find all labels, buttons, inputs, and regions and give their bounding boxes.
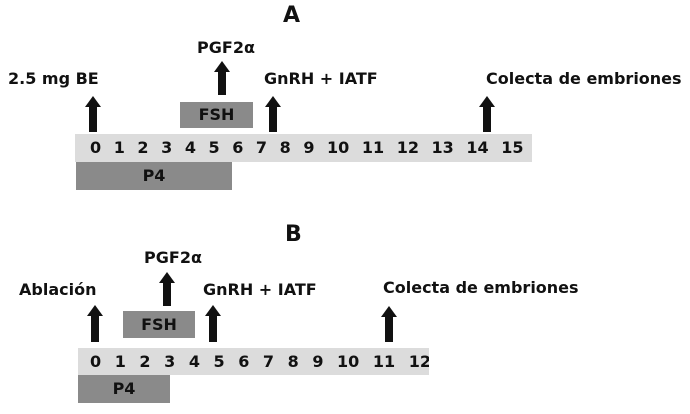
up-arrow-icon-b-day0 — [86, 305, 104, 342]
panel-a-label-colecta: Colecta de embriones — [486, 69, 682, 88]
arrow-shaft — [91, 316, 99, 342]
arrow-shaft — [89, 107, 97, 132]
panel-b-title: B — [285, 222, 302, 247]
arrow-shaft — [483, 107, 491, 132]
panel-b-label-pgf2a: PGF2α — [144, 248, 202, 267]
panel-a-label-be: 2.5 mg BE — [8, 69, 99, 88]
panel-a-timeline: 0 1 2 3 4 5 6 7 8 9 10 11 12 13 14 15 — [75, 134, 532, 162]
up-arrow-icon-b-pgf2a — [158, 272, 176, 306]
up-arrow-icon-b-gnrh — [204, 305, 222, 342]
arrow-shaft — [209, 316, 217, 342]
arrow-head — [159, 272, 175, 283]
panel-a-title: A — [283, 3, 301, 28]
arrow-head — [479, 96, 495, 107]
arrow-shaft — [163, 283, 171, 306]
up-arrow-icon-a-colecta — [478, 96, 496, 132]
arrow-shaft — [218, 72, 226, 95]
panel-b-label-ablacion: Ablación — [19, 280, 97, 299]
panel-b-label-colecta: Colecta de embriones — [383, 278, 579, 297]
arrow-head — [205, 305, 221, 316]
up-arrow-icon-b-colecta — [380, 306, 398, 342]
panel-a-label-pgf2a: PGF2α — [197, 38, 255, 57]
panel-b-fsh-box: FSH — [123, 311, 195, 338]
panel-b-p4-box: P4 — [78, 375, 170, 403]
panel-a-label-gnrh-iatf: GnRH + IATF — [264, 69, 378, 88]
up-arrow-icon-a-pgf2a — [213, 61, 231, 95]
arrow-head — [85, 96, 101, 107]
panel-b-timeline: 0 1 2 3 4 5 6 7 8 9 10 11 12 — [78, 348, 429, 375]
panel-a-fsh-box: FSH — [180, 102, 253, 128]
arrow-head — [265, 96, 281, 107]
arrow-shaft — [385, 317, 393, 342]
arrow-head — [214, 61, 230, 72]
panel-b-label-gnrh-iatf: GnRH + IATF — [203, 280, 317, 299]
arrow-shaft — [269, 107, 277, 132]
up-arrow-icon-a-gnrh — [264, 96, 282, 132]
panel-a-p4-box: P4 — [76, 162, 232, 190]
arrow-head — [87, 305, 103, 316]
arrow-head — [381, 306, 397, 317]
up-arrow-icon-a-day0 — [84, 96, 102, 132]
